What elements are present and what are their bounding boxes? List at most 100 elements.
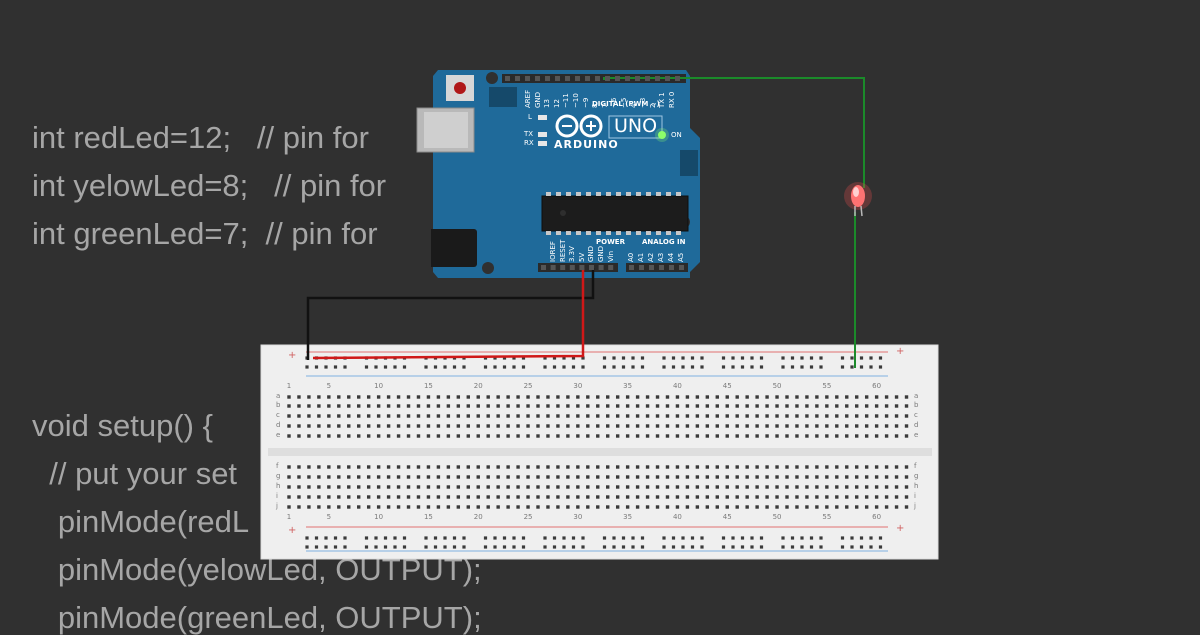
led-l (538, 115, 547, 120)
digital-pin-label-rx0: RX 0 (668, 91, 676, 108)
breadboard-column-number: 25 (523, 382, 533, 390)
breadboard-column-number: 60 (872, 513, 882, 521)
led-l-label: L (528, 113, 532, 121)
power-pin-label-ioref: IOREF (549, 241, 557, 262)
arduino-brand-label: ARDUINO (554, 138, 619, 151)
digital-header[interactable] (502, 74, 686, 83)
wires[interactable] (306, 77, 865, 368)
rail-plus-label: + (896, 523, 904, 534)
power-pin-label-reset: RESET (558, 239, 567, 262)
led-tx (538, 132, 547, 137)
breadboard-column-number: 25 (523, 513, 533, 521)
breadboard-row-letter: h (914, 482, 919, 490)
on-led (658, 131, 666, 139)
rail-plus-label: + (288, 350, 296, 361)
arduino-logo-icon (555, 114, 603, 138)
breadboard-column-number: 35 (623, 382, 633, 390)
power-label: POWER (596, 238, 625, 246)
breadboard-row-letter: h (276, 482, 281, 490)
power-header[interactable] (538, 263, 618, 272)
breadboard-row-letter: f (276, 462, 279, 470)
breadboard-row-letter: c (276, 411, 280, 419)
digital-pin-label-10: ~10 (572, 93, 580, 108)
reset-button-cap[interactable] (454, 82, 466, 94)
breadboard-column-number: 50 (772, 513, 782, 521)
breadboard-row-letter: e (276, 431, 281, 439)
breadboard-column-number: 40 (672, 513, 682, 521)
analog-pin-label-a3: A3 (657, 252, 665, 262)
power-wire[interactable] (312, 268, 585, 360)
breadboard-column-number: 60 (872, 382, 882, 390)
breadboard-column-number: 20 (473, 382, 483, 390)
breadboard-column-number: 15 (423, 513, 433, 521)
on-label: ON (671, 131, 682, 139)
digital-pin-label-tx1: TX 1 (658, 92, 667, 108)
breadboard-row-letter: g (914, 472, 919, 480)
rail-plus-label: + (288, 525, 296, 536)
led-rx-label: RX (524, 139, 534, 147)
breadboard-column-number: 35 (623, 513, 633, 521)
analog-pin-label-a4: A4 (667, 252, 675, 262)
digital-pin-label-9: ~9 (581, 97, 590, 108)
breadboard-column-number: 45 (722, 513, 732, 521)
breadboard-column-number: 15 (423, 382, 433, 390)
breadboard-row-letter: a (914, 392, 919, 400)
power-pin-label-gnd: GND (587, 245, 596, 262)
breadboard-column-number: 10 (374, 382, 384, 390)
breadboard[interactable]: + + + + (260, 344, 939, 560)
red-led[interactable] (844, 182, 872, 217)
breadboard-row-letter: a (276, 392, 281, 400)
breadboard-column-number: 1 (286, 513, 292, 521)
digital-pin-label-13: 13 (543, 99, 552, 108)
analog-pin-label-a1: A1 (637, 252, 645, 262)
breadboard-column-number: 40 (672, 382, 682, 390)
signal-wire-green[interactable] (603, 77, 865, 188)
breadboard-row-letter: j (276, 502, 278, 510)
power-pin-label-vin: Vin (606, 250, 615, 262)
breadboard-row-letter: j (914, 502, 916, 510)
breadboard-row-letter: c (914, 411, 918, 419)
atmega-chip (541, 195, 689, 232)
breadboard-column-number: 1 (286, 382, 292, 390)
digital-pin-label-11: ~11 (562, 93, 571, 108)
breadboard-column-number: 55 (822, 513, 832, 521)
icsp-header (680, 150, 698, 176)
power-jack (423, 229, 477, 267)
breadboard-column-number: 10 (374, 513, 384, 521)
digital-pin-label-2: 2 (648, 103, 657, 108)
digital-label: DIGITAL (PWM ~) (592, 100, 660, 108)
breadboard-holes[interactable] (287, 356, 909, 549)
digital-pin-label-4: 4 (629, 103, 638, 108)
breadboard-column-number: 30 (573, 513, 583, 521)
uno-model-label: UNO (614, 115, 658, 137)
ground-wire[interactable] (306, 268, 595, 360)
breadboard-row-letter: f (914, 462, 917, 470)
digital-pin-label-5: ~5 (620, 97, 628, 108)
breadboard-column-number: 50 (772, 382, 782, 390)
digital-pin-label-aref: AREF (524, 89, 532, 108)
rail-plus-label: + (896, 346, 904, 357)
digital-pin-label-7: 7 (600, 103, 609, 108)
analog-header[interactable] (626, 263, 688, 272)
analog-in-label: ANALOG IN (642, 238, 686, 246)
breadboard-row-letter: b (276, 401, 281, 409)
breadboard-row-letter: i (276, 492, 278, 500)
analog-pin-label-a0: A0 (627, 252, 635, 262)
breadboard-column-number: 20 (473, 513, 483, 521)
power-pin-label-33v: 3.3V (568, 246, 577, 262)
digital-pin-label-3: ~3 (639, 97, 648, 108)
digital-pin-label-6: ~6 (610, 97, 619, 108)
breadboard-column-number: 55 (822, 382, 832, 390)
arduino-uno-board[interactable] (416, 70, 700, 278)
uno-badge (608, 115, 663, 139)
analog-pin-label-a2: A2 (647, 252, 655, 262)
breadboard-row-letter: d (276, 421, 281, 429)
power-pin-label-5v: 5V (577, 252, 586, 262)
power-pin-label-gnd: GND (597, 245, 605, 262)
digital-pin-label-8: 8 (591, 103, 600, 108)
breadboard-row-letter: g (276, 472, 281, 480)
breadboard-row-letter: i (914, 492, 916, 500)
breadboard-column-number: 30 (573, 382, 583, 390)
led-tx-label: TX (524, 130, 534, 138)
